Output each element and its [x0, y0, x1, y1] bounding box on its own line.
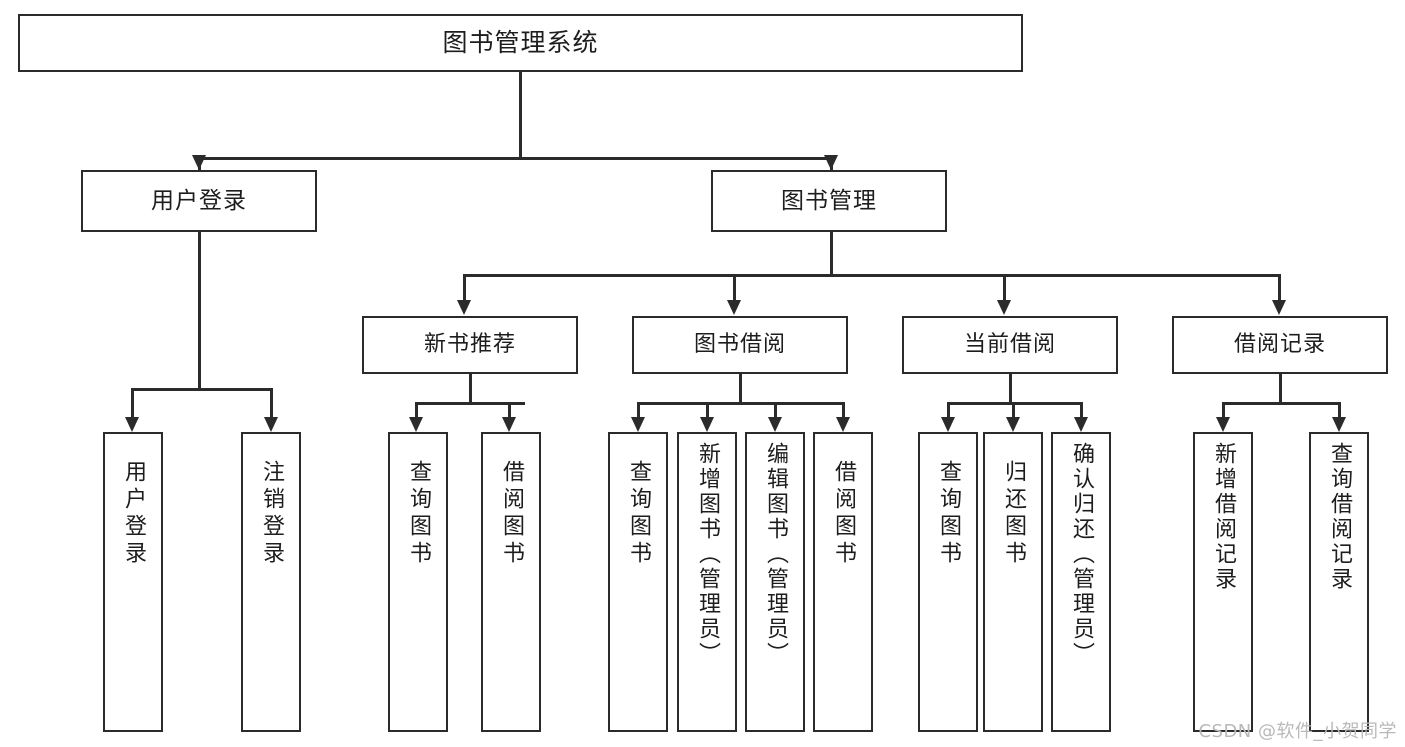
leaf-confirm-return-admin[interactable]: 确认归还（管理员） — [1051, 432, 1111, 732]
arrow-to-borrow-record — [1272, 300, 1286, 315]
leaf-user-login[interactable]: 用户登录 — [103, 432, 163, 732]
arrow-to-leaf-query-book — [631, 417, 645, 432]
leaf-add-borrow-record[interactable]: 新增借阅记录 — [1193, 432, 1253, 732]
node-label: 借阅记录 — [1233, 332, 1326, 358]
arrow-to-leaf-current-query — [941, 417, 955, 432]
connector-newbook-drop-2 — [508, 402, 511, 420]
connector-bookmanage-stem — [830, 232, 833, 277]
leaf-add-book-admin[interactable]: 新增图书（管理员） — [677, 432, 737, 732]
leaf-label: 注销登录 — [259, 460, 284, 568]
arrow-to-leaf-newbook-borrow — [502, 417, 516, 432]
connector-userlogin-bus — [131, 388, 270, 391]
connector-borrowrecord-drop-2 — [1338, 402, 1341, 420]
leaf-label: 用户登录 — [121, 460, 146, 568]
leaf-label: 查询借阅记录 — [1327, 442, 1352, 592]
connector-borrowrecord-drop-1 — [1222, 402, 1225, 420]
node-root-system[interactable]: 图书管理系统 — [18, 14, 1023, 72]
node-label: 图书借阅 — [693, 332, 786, 358]
leaf-label: 查询图书 — [626, 460, 651, 568]
arrow-to-book-borrow — [727, 300, 741, 315]
connector-bookborrow-drop-4 — [842, 402, 845, 420]
node-label: 图书管理 — [781, 187, 877, 214]
arrow-to-leaf-add-record — [1216, 417, 1230, 432]
connector-newbook-stem — [469, 374, 472, 404]
node-book-manage[interactable]: 图书管理 — [711, 170, 947, 232]
leaf-borrow-query-book[interactable]: 查询图书 — [608, 432, 668, 732]
connector-borrowrecord-stem — [1279, 374, 1282, 404]
arrow-to-leaf-borrow-book — [836, 417, 850, 432]
node-new-book-recommend[interactable]: 新书推荐 — [362, 316, 578, 374]
node-book-borrow[interactable]: 图书借阅 — [632, 316, 848, 374]
leaf-logout[interactable]: 注销登录 — [241, 432, 301, 732]
connector-userlogin-stem — [198, 232, 201, 390]
leaf-current-query-book[interactable]: 查询图书 — [918, 432, 978, 732]
connector-root-bus — [198, 157, 832, 160]
watermark: CSDN @软件_小贺同学 — [1198, 721, 1397, 742]
connector-bookmanage-bus — [463, 274, 1280, 277]
arrow-to-leaf-newbook-query — [409, 417, 423, 432]
leaf-newbook-query-book[interactable]: 查询图书 — [388, 432, 448, 732]
connector-currentborrow-drop-2 — [1012, 402, 1015, 420]
connector-newbook-drop-1 — [415, 402, 418, 420]
connector-bookborrow-bus — [637, 402, 844, 405]
connector-lvl2-drop-2 — [733, 274, 736, 304]
leaf-label: 借阅图书 — [831, 460, 856, 568]
leaf-newbook-borrow-book[interactable]: 借阅图书 — [481, 432, 541, 732]
connector-lvl2-drop-4 — [1278, 274, 1281, 304]
arrow-to-leaf-edit-book — [768, 417, 782, 432]
connector-root-stem — [519, 72, 522, 159]
connector-bookborrow-drop-3 — [774, 402, 777, 420]
arrow-to-user-login — [192, 155, 206, 170]
node-label: 当前借阅 — [963, 332, 1056, 358]
connector-currentborrow-drop-3 — [1080, 402, 1083, 420]
connector-currentborrow-stem — [1009, 374, 1012, 404]
arrow-to-leaf-return-book — [1006, 417, 1020, 432]
connector-bookborrow-drop-2 — [706, 402, 709, 420]
leaf-query-borrow-record[interactable]: 查询借阅记录 — [1309, 432, 1369, 732]
connector-borrowrecord-bus — [1222, 402, 1339, 405]
arrow-to-leaf-logout — [264, 417, 278, 432]
arrow-to-current-borrow — [997, 300, 1011, 315]
leaf-edit-book-admin[interactable]: 编辑图书（管理员） — [745, 432, 805, 732]
connector-newbook-bus — [415, 402, 525, 405]
arrow-to-leaf-query-record — [1332, 417, 1346, 432]
node-borrow-record[interactable]: 借阅记录 — [1172, 316, 1388, 374]
leaf-label: 编辑图书（管理员） — [763, 442, 788, 667]
connector-userlogin-drop-2 — [270, 388, 273, 421]
leaf-label: 确认归还（管理员） — [1069, 442, 1094, 667]
arrow-to-book-manage — [824, 155, 838, 170]
leaf-label: 归还图书 — [1001, 460, 1026, 568]
connector-currentborrow-drop-1 — [947, 402, 950, 420]
arrow-to-leaf-add-book — [700, 417, 714, 432]
node-user-login[interactable]: 用户登录 — [81, 170, 317, 232]
connector-lvl2-drop-1 — [463, 274, 466, 304]
connector-bookborrow-stem — [739, 374, 742, 404]
leaf-return-book[interactable]: 归还图书 — [983, 432, 1043, 732]
node-label: 用户登录 — [151, 187, 247, 214]
node-label: 新书推荐 — [423, 332, 516, 358]
connector-currentborrow-bus — [947, 402, 1083, 405]
connector-userlogin-drop-1 — [131, 388, 134, 421]
leaf-label: 查询图书 — [406, 460, 431, 568]
node-current-borrow[interactable]: 当前借阅 — [902, 316, 1118, 374]
node-label: 图书管理系统 — [442, 27, 599, 57]
leaf-label: 借阅图书 — [499, 460, 524, 568]
leaf-label: 新增图书（管理员） — [695, 442, 720, 667]
leaf-label: 查询图书 — [936, 460, 961, 568]
leaf-borrow-book[interactable]: 借阅图书 — [813, 432, 873, 732]
connector-lvl2-drop-3 — [1003, 274, 1006, 304]
arrow-to-leaf-user-login — [125, 417, 139, 432]
arrow-to-new-book — [457, 300, 471, 315]
connector-bookborrow-drop-1 — [637, 402, 640, 420]
leaf-label: 新增借阅记录 — [1211, 442, 1236, 592]
arrow-to-leaf-confirm-return — [1074, 417, 1088, 432]
